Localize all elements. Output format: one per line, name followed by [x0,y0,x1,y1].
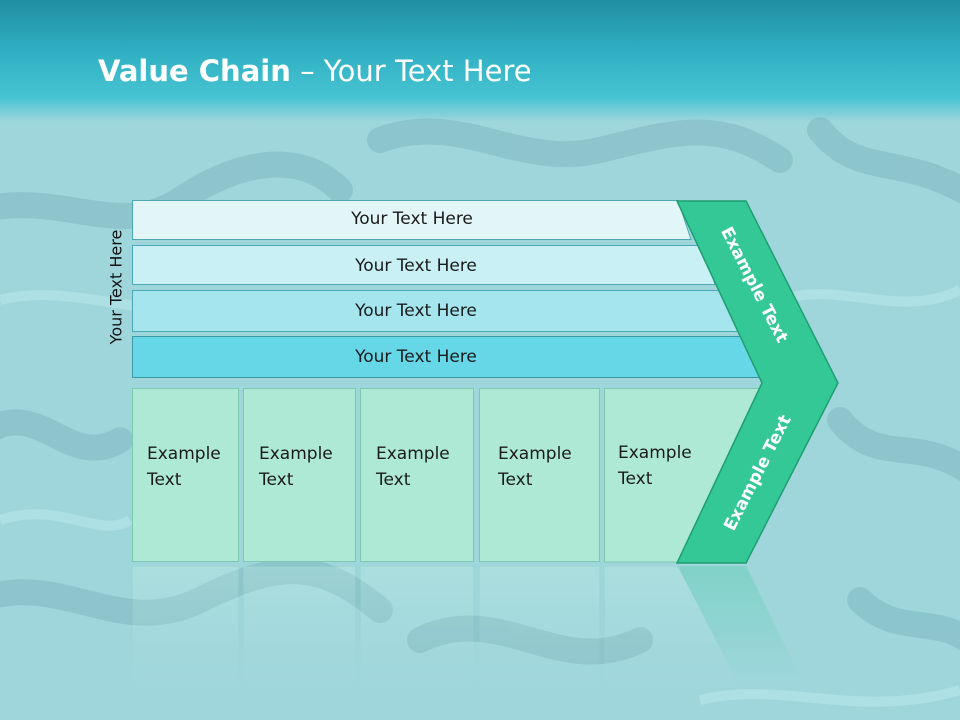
box-4-line2: Text [498,470,533,490]
box-3-line1: Example [376,444,450,464]
box-3-line2: Text [376,470,411,490]
chevron-arrow [676,200,839,564]
bar-1: Your Text Here [132,200,692,240]
title-bold: Value Chain [98,54,291,88]
box-4-line1: Example [498,444,572,464]
box-2-line2: Text [259,470,294,490]
bar-4-label: Your Text Here [355,347,477,367]
reflection [0,566,960,686]
box-2-line1: Example [259,444,333,464]
box-1-line2: Text [147,470,182,490]
bar-3-label: Your Text Here [355,301,477,321]
bar-3: Your Text Here [132,290,740,332]
title-rest: – Your Text Here [290,54,532,88]
bar-2-label: Your Text Here [355,256,477,276]
bar-2-shape [132,245,716,285]
side-label: Your Text Here [106,229,126,345]
reflection-shapes [131,566,800,686]
header-band [0,0,960,122]
box-5-line2: Text [618,469,653,489]
bar-1-label: Your Text Here [351,209,473,229]
bar-1-shape [132,200,692,240]
box-1-line1: Example [147,444,221,464]
bar-2: Your Text Here [132,245,716,285]
bar-4: Your Text Here [132,336,764,378]
page-title: Value Chain – Your Text Here [98,54,532,88]
box-5-line1: Example [618,443,692,463]
